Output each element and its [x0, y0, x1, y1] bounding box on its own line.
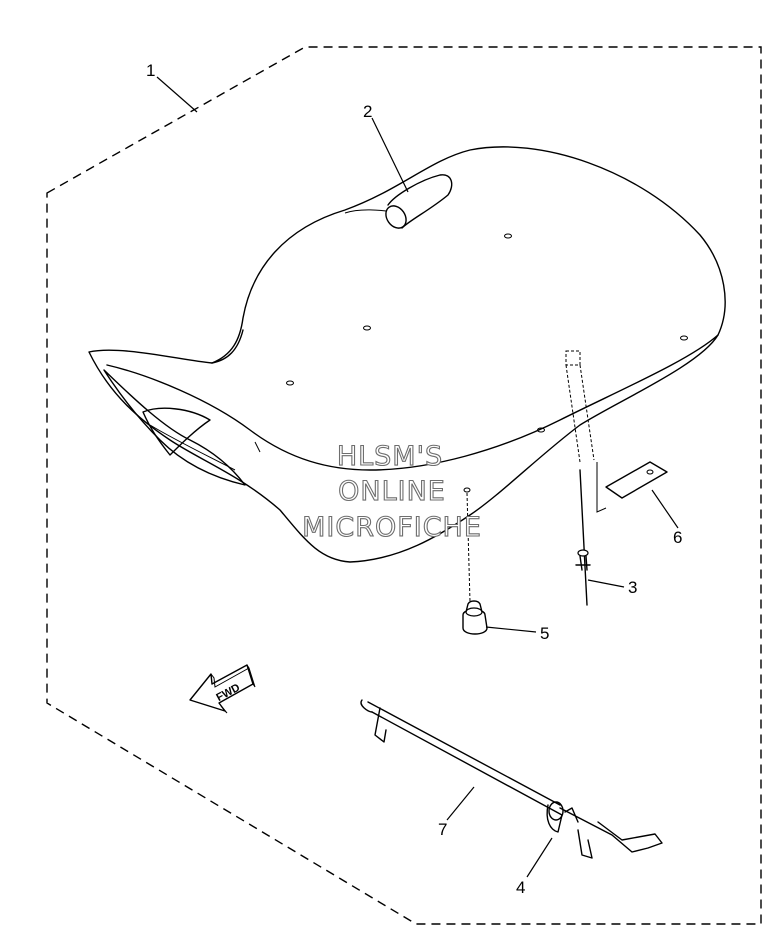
leader-4 [526, 837, 553, 878]
watermark-line-3: MICROFICHE [302, 512, 482, 543]
callout-1: 1 [146, 61, 155, 80]
seat-rear-recess [142, 407, 211, 456]
watermark-line-2: ONLINE [338, 476, 446, 507]
callout-4: 4 [516, 878, 525, 897]
leader-5 [485, 626, 537, 633]
part-7-rod [360, 699, 663, 853]
callout-5: 5 [540, 624, 549, 643]
part-4-clips [546, 801, 593, 859]
part-2-strap-roll [385, 174, 453, 229]
leader-1 [156, 76, 198, 113]
callout-3: 3 [628, 578, 637, 597]
seat-waist-curve [211, 329, 244, 364]
seat-side-band [106, 334, 719, 471]
fwd-direction-arrow: FWD [189, 664, 256, 714]
leader-lines [156, 76, 679, 878]
part-6-plate [596, 461, 668, 513]
leader-2 [371, 117, 409, 193]
leader-3 [587, 579, 625, 588]
kit-boundary [46, 46, 762, 925]
seat-assembly [88, 146, 726, 563]
part-3-rivet [565, 350, 595, 606]
seat-rear-inner-edge [149, 424, 236, 471]
leader-7 [446, 786, 475, 821]
seat-mounting-holes [286, 233, 688, 493]
part-5-damper [462, 492, 488, 635]
watermark: HLSM'S ONLINE MICROFICHE [302, 440, 482, 543]
watermark-line-1: HLSM'S [337, 441, 443, 472]
callout-7: 7 [438, 820, 447, 839]
callout-2: 2 [363, 102, 372, 121]
seat-seam-mark [254, 441, 261, 453]
callout-6: 6 [673, 528, 682, 547]
seat-rear-hollow [103, 369, 246, 486]
leader-6 [651, 489, 679, 529]
